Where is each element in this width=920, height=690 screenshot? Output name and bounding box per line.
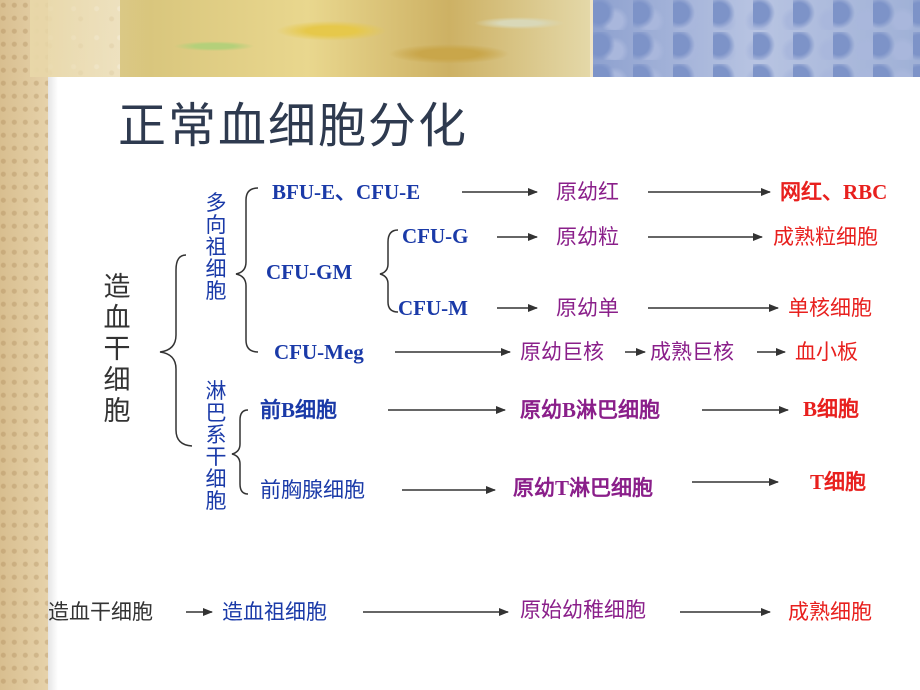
summary-step2: 造血祖细胞 xyxy=(222,600,327,624)
cfug-source: CFU-G xyxy=(402,224,469,248)
summary-step3: 原始幼稚细胞 xyxy=(520,598,646,622)
meg-mid: 原幼巨核 xyxy=(520,340,604,364)
cfugm-source: CFU-GM xyxy=(266,260,353,284)
content-shadow xyxy=(48,77,58,690)
t-source: 前胸腺细胞 xyxy=(260,478,365,502)
header-photo-right xyxy=(593,0,920,77)
slide-content-area xyxy=(48,77,920,690)
cfum-source: CFU-M xyxy=(398,296,468,320)
b-end: B细胞 xyxy=(803,397,860,421)
b-source: 前B细胞 xyxy=(260,398,338,422)
meg-source: CFU-Meg xyxy=(274,340,364,364)
cfugm-brace xyxy=(379,229,399,313)
summary-step1: 造血干细胞 xyxy=(48,600,153,624)
cfum-mid: 原幼单 xyxy=(556,296,619,320)
root-label: 造血干细胞 xyxy=(103,272,131,427)
multipotent-brace xyxy=(235,187,259,353)
meg-mid2: 成熟巨核 xyxy=(650,340,734,364)
lymphoid-label: 淋巴系干细胞 xyxy=(205,379,227,513)
header-photo-fade xyxy=(30,0,150,77)
cfum-end: 单核细胞 xyxy=(788,296,872,320)
summary-step4: 成熟细胞 xyxy=(788,600,872,624)
lymphoid-brace xyxy=(231,409,249,495)
t-end: T细胞 xyxy=(810,470,867,494)
bfu-source: BFU-E、CFU-E xyxy=(272,180,421,204)
bfu-end: 网红、RBC xyxy=(780,180,888,204)
header-photo-left xyxy=(120,0,590,77)
cfug-mid: 原幼粒 xyxy=(556,225,619,249)
bfu-mid: 原幼红 xyxy=(556,180,619,204)
t-mid: 原幼T淋巴细胞 xyxy=(513,476,654,500)
left-decorative-strip xyxy=(0,0,48,690)
b-mid: 原幼B淋巴细胞 xyxy=(520,398,661,422)
cfug-end: 成熟粒细胞 xyxy=(773,225,878,249)
root-brace xyxy=(159,254,193,447)
meg-end: 血小板 xyxy=(795,340,858,364)
slide-title: 正常血细胞分化 xyxy=(118,98,469,154)
multipotent-label: 多向祖细胞 xyxy=(205,191,227,303)
